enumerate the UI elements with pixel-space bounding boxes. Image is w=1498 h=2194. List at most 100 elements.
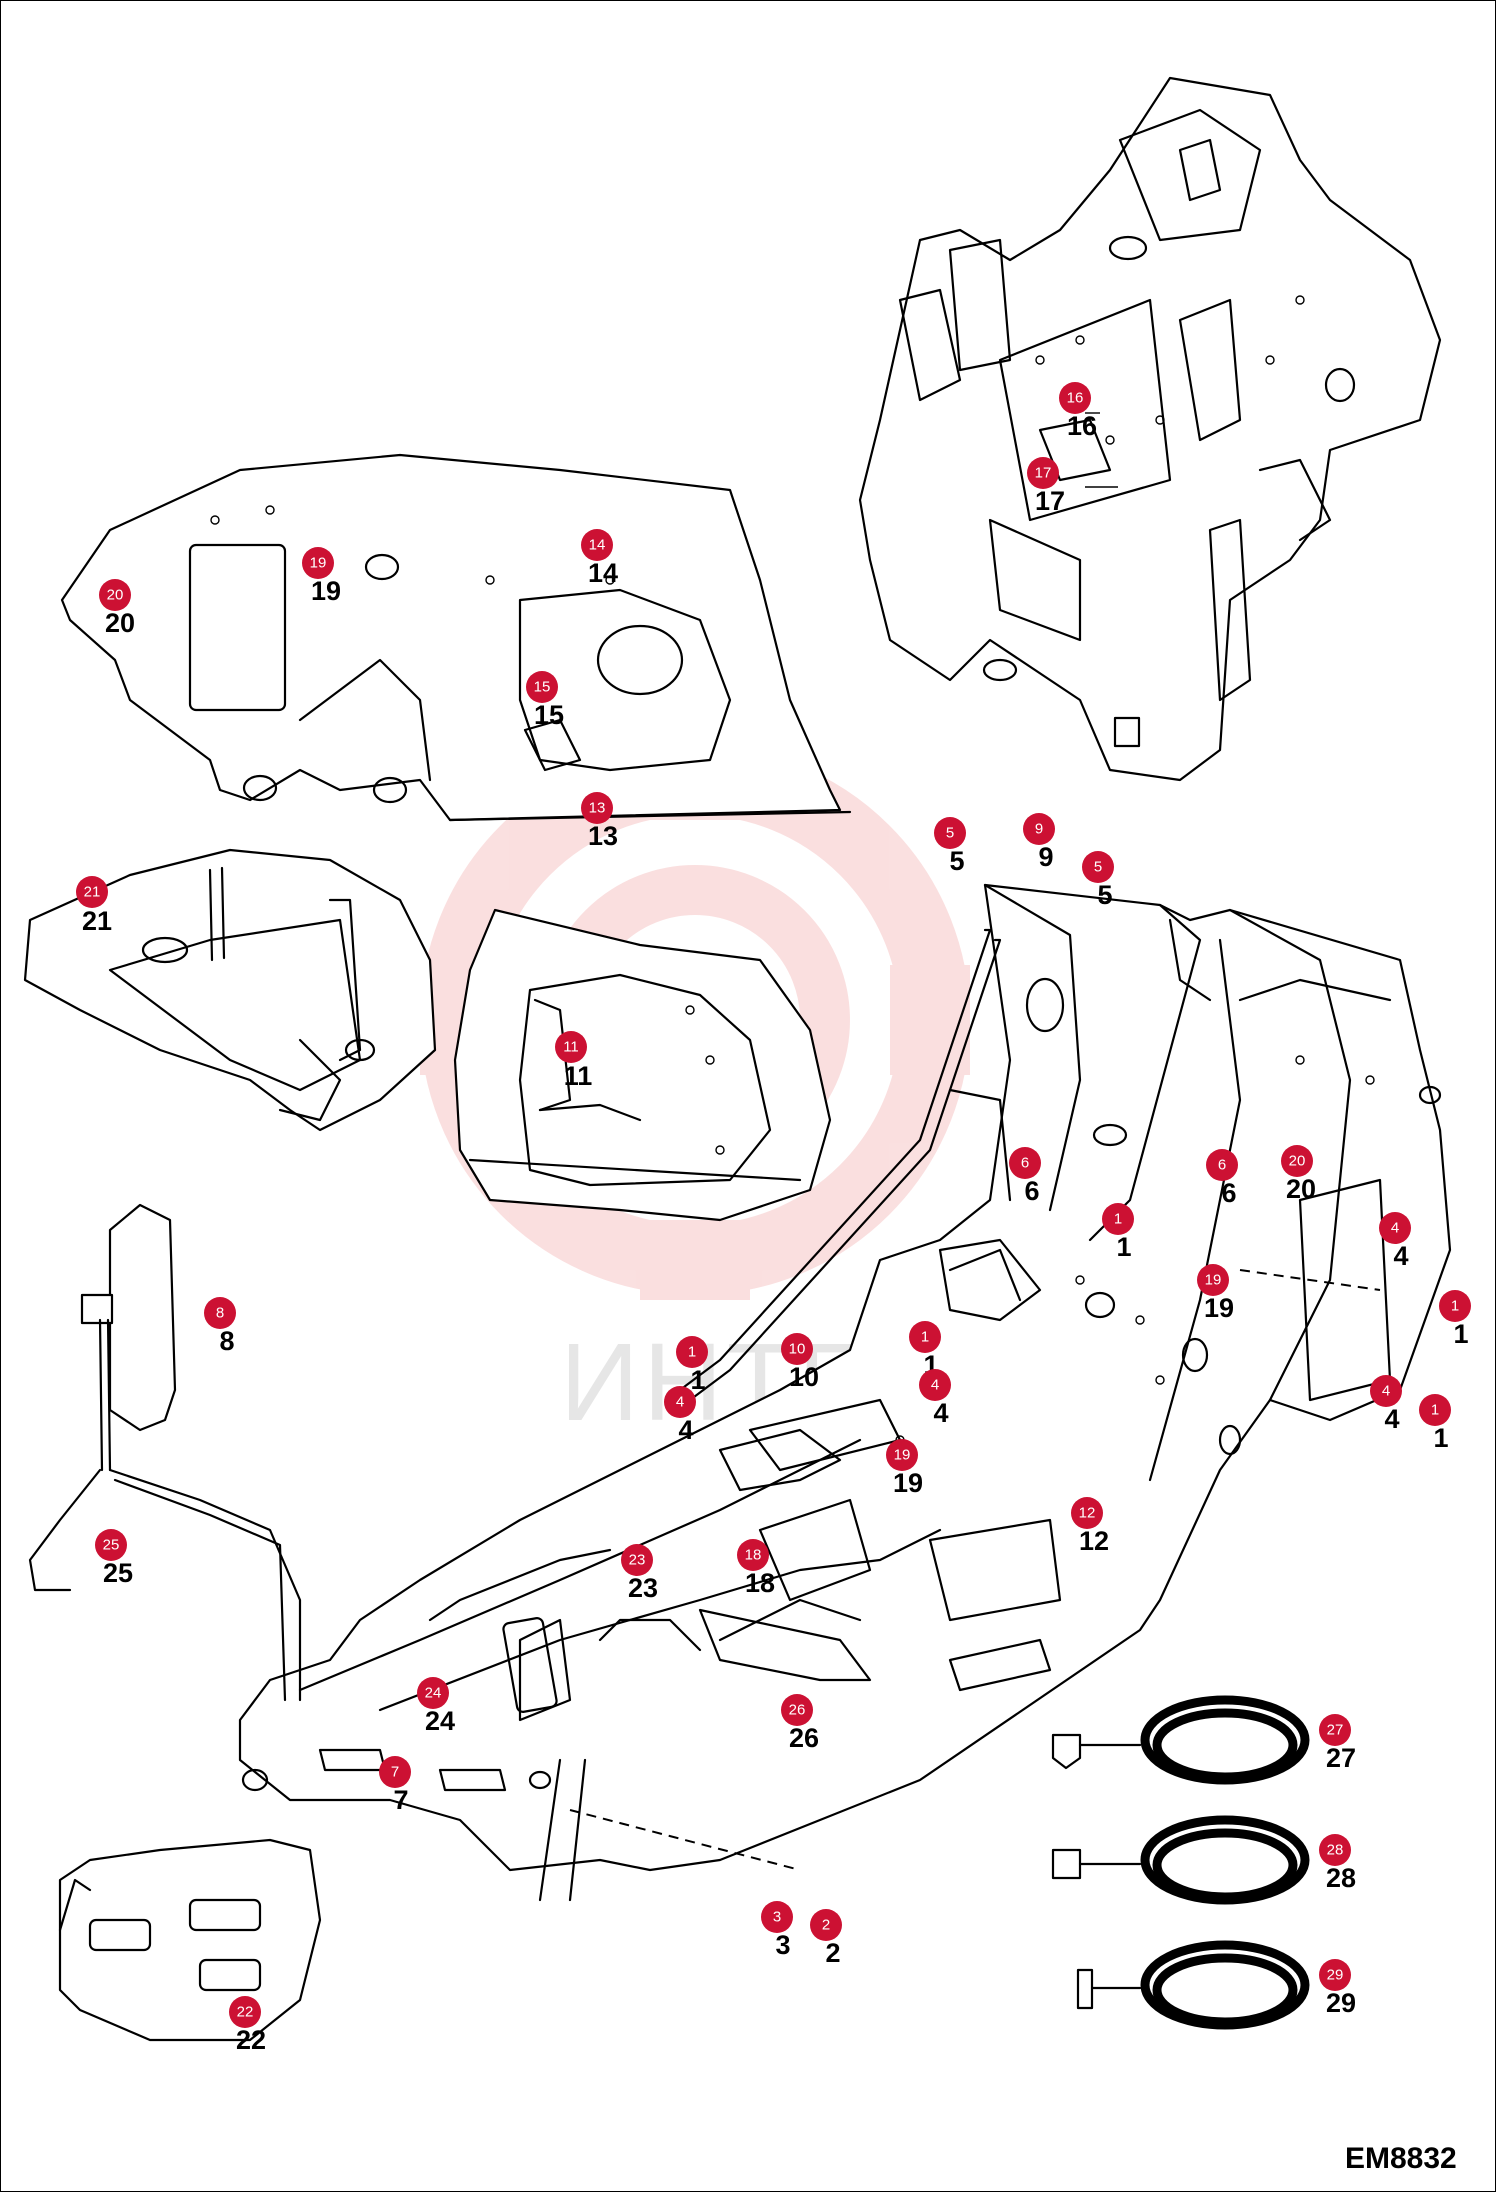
callout-badge-number: 21 <box>84 884 101 901</box>
callout-badge-number: 8 <box>216 1305 224 1322</box>
bottom-panel-22-drawing <box>58 1838 322 2042</box>
callout-badge-number: 1 <box>1451 1298 1459 1315</box>
callout-part-number: 7 <box>393 1785 408 1815</box>
callout-badge <box>1102 1203 1134 1235</box>
callout-badge-number: 6 <box>1218 1157 1226 1174</box>
callout-badge <box>1023 813 1055 845</box>
callout-badge-number: 14 <box>589 537 606 554</box>
callout-badge <box>737 1539 769 1571</box>
callout-badge-number: 29 <box>1327 1967 1344 1984</box>
callout-badge-number: 28 <box>1327 1842 1344 1859</box>
callout-part-number: 13 <box>588 821 618 851</box>
callout-badge-number: 16 <box>1067 390 1084 407</box>
callout-c7: 77 <box>379 1756 411 1815</box>
callout-part-number: 4 <box>678 1415 693 1445</box>
callout-part-number: 5 <box>1097 880 1112 910</box>
callout-badge <box>1319 1834 1351 1866</box>
callout-part-number: 17 <box>1035 486 1065 516</box>
callout-badge <box>417 1677 449 1709</box>
callout-badge <box>1281 1145 1313 1177</box>
callout-c5b: 55 <box>1082 851 1114 910</box>
callout-c1d: 11 <box>676 1336 708 1395</box>
callout-c8: 88 <box>204 1297 236 1356</box>
callout-badge-number: 20 <box>1289 1153 1306 1170</box>
callout-badge-number: 5 <box>946 825 954 842</box>
callout-part-number: 20 <box>1286 1174 1316 1204</box>
callout-c6a: 66 <box>1009 1147 1041 1206</box>
callout-badge-number: 4 <box>1382 1383 1390 1400</box>
callout-badge <box>302 547 334 579</box>
callout-badge-number: 6 <box>1021 1155 1029 1172</box>
callout-c9: 99 <box>1023 813 1055 872</box>
callout-c1c: 11 <box>1419 1394 1451 1453</box>
callout-badge <box>95 1529 127 1561</box>
callout-part-number: 1 <box>1116 1232 1131 1262</box>
callout-badge <box>204 1297 236 1329</box>
callout-part-number: 25 <box>103 1558 133 1588</box>
callout-part-number: 16 <box>1067 411 1097 441</box>
callout-part-number: 19 <box>1204 1293 1234 1323</box>
callout-badge-number: 25 <box>103 1537 120 1554</box>
callout-part-number: 24 <box>425 1706 455 1736</box>
callout-badge-number: 17 <box>1035 465 1052 482</box>
callout-part-number: 6 <box>1024 1176 1039 1206</box>
callout-c1a: 11 <box>1102 1203 1134 1262</box>
callout-part-number: 19 <box>893 1468 923 1498</box>
callout-badge-number: 4 <box>676 1394 684 1411</box>
callout-part-number: 9 <box>1038 842 1053 872</box>
callout-badge <box>1197 1264 1229 1296</box>
callout-badge <box>1370 1375 1402 1407</box>
callout-badge <box>1379 1212 1411 1244</box>
callout-badge <box>1206 1149 1238 1181</box>
callout-badge-number: 18 <box>745 1547 762 1564</box>
callout-badge <box>621 1544 653 1576</box>
callout-c2: 22 <box>810 1909 842 1968</box>
callout-badge-number: 11 <box>563 1039 579 1056</box>
callout-badge-number: 3 <box>773 1909 781 1926</box>
callout-badge <box>99 579 131 611</box>
callout-badge <box>810 1909 842 1941</box>
callout-part-number: 10 <box>789 1362 819 1392</box>
callout-badge-number: 13 <box>589 800 606 817</box>
callout-part-number: 3 <box>775 1930 790 1960</box>
callout-c6b: 66 <box>1206 1149 1238 1208</box>
callout-part-number: 26 <box>789 1723 819 1753</box>
callout-part-number: 14 <box>588 558 618 588</box>
callout-part-number: 8 <box>219 1326 234 1356</box>
callout-badge <box>1319 1959 1351 1991</box>
callout-badge-number: 19 <box>1205 1272 1222 1289</box>
callout-c4c: 44 <box>664 1386 696 1445</box>
callout-badge <box>1439 1290 1471 1322</box>
callout-part-number: 19 <box>311 576 341 606</box>
callout-badge-number: 1 <box>1114 1211 1122 1228</box>
drawing-code: EM8832 <box>1345 2142 1457 2175</box>
upright-frame-drawing <box>858 76 1442 782</box>
callout-part-number: 4 <box>1393 1241 1408 1271</box>
callout-badge <box>1419 1394 1451 1426</box>
callout-badge-number: 9 <box>1035 821 1043 838</box>
callout-c4b: 44 <box>1370 1375 1402 1434</box>
callout-badge-number: 22 <box>237 2004 254 2021</box>
callout-badge-number: 15 <box>534 679 551 696</box>
callout-c4a: 44 <box>1379 1212 1411 1271</box>
callout-badge <box>581 529 613 561</box>
callout-c5a: 55 <box>934 817 966 876</box>
callout-part-number: 12 <box>1079 1526 1109 1556</box>
callout-part-number: 5 <box>949 846 964 876</box>
callout-badge <box>1009 1147 1041 1179</box>
callout-badge-number: 1 <box>1431 1402 1439 1419</box>
callout-group: 1616171719192020141415151313212111115599… <box>76 382 1471 2055</box>
callout-badge-number: 24 <box>425 1685 442 1702</box>
